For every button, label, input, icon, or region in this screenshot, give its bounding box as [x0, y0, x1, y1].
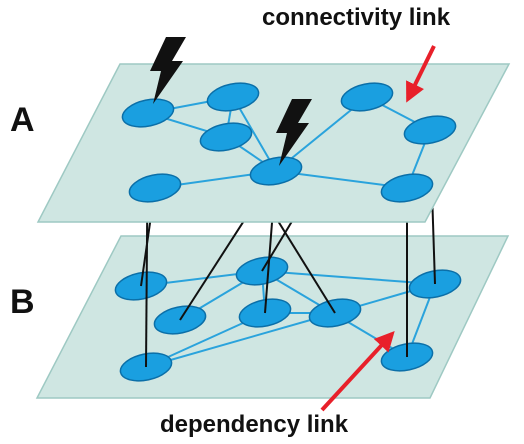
layer-a-nodes [121, 82, 457, 203]
connectivity-link-label: connectivity link [262, 4, 451, 31]
network-node [199, 122, 253, 152]
dependency-arrow [320, 331, 395, 412]
connectivity-link-b [145, 312, 336, 368]
dependency-link-label: dependency link [160, 411, 349, 438]
network-node [128, 173, 182, 203]
network-node [380, 173, 434, 203]
layer-a-label: A [10, 101, 35, 139]
lightning-icon [276, 99, 312, 166]
layer-b-label: B [10, 283, 35, 321]
connectivity-arrow [406, 45, 436, 103]
network-node [340, 82, 394, 112]
network-node [249, 156, 303, 186]
network-node [121, 98, 175, 128]
network-node [206, 82, 260, 112]
lightning-icon [150, 37, 186, 104]
network-node [403, 115, 457, 145]
layer-a-plane [36, 63, 511, 223]
